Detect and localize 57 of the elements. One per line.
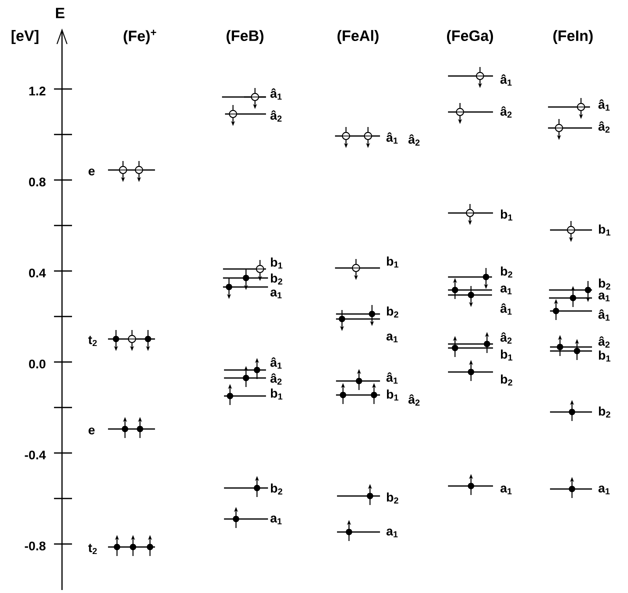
level-label: b$_{2}$ bbox=[270, 483, 282, 494]
level-label: b$_{1}$ bbox=[270, 258, 282, 268]
level-label: â$_{1}$ bbox=[598, 99, 610, 111]
level-label: â$_{1}$ bbox=[500, 303, 512, 315]
level-label: b$_{2}$ bbox=[270, 273, 282, 284]
level-label: a$_{1}$ bbox=[500, 286, 512, 294]
axis-label: [eV] bbox=[12, 30, 38, 44]
level-label: b$_{1}$ bbox=[270, 388, 282, 400]
level-label: b$_{2}$ bbox=[386, 492, 398, 504]
level-label: e bbox=[88, 428, 95, 434]
level-label: â$_{1}$ bbox=[598, 309, 610, 321]
level-label: â$_{2}$ bbox=[270, 373, 282, 385]
level-label: b$_{1}$ bbox=[598, 350, 610, 362]
level-label: t$_{2}$ bbox=[88, 336, 97, 346]
level-label: b$_{2}$ bbox=[598, 278, 610, 290]
level-label: â$_{1}$ bbox=[386, 372, 398, 384]
level-label: â$_{2}$ bbox=[408, 394, 420, 406]
level-label: â$_{2}$ bbox=[500, 106, 512, 118]
level-label: â$_{2}$ bbox=[500, 332, 512, 344]
tick-label: -0.4 bbox=[24, 450, 46, 460]
level-label: b$_{1}$ bbox=[598, 224, 610, 236]
level-label: â$_{2}$ bbox=[408, 134, 420, 146]
level-label: â$_{2}$ bbox=[598, 336, 610, 348]
level-label: b$_{2}$ bbox=[500, 266, 512, 278]
tick-label: 1.2 bbox=[29, 86, 46, 96]
level-label: a$_{1}$ bbox=[270, 516, 282, 524]
level-label: â$_{2}$ bbox=[598, 121, 610, 133]
level-label: â$_{1}$ bbox=[386, 132, 398, 144]
level-label: t$_{2}$ bbox=[88, 544, 97, 554]
level-label: a$_{1}$ bbox=[598, 292, 610, 302]
level-label: â$_{1}$ bbox=[270, 357, 282, 369]
level-label: â$_{2}$ bbox=[270, 110, 282, 122]
level-label: b$_{2}$ bbox=[598, 406, 610, 418]
level-label: a$_{1}$ bbox=[270, 290, 282, 298]
level-label: b$_{2}$ bbox=[500, 374, 512, 386]
tick-label: -0.8 bbox=[24, 542, 46, 550]
tick-label: 0.4 bbox=[29, 268, 46, 278]
column-heading: (Fe)$^{+}$ bbox=[124, 30, 156, 44]
level-label: a$_{1}$ bbox=[598, 486, 610, 494]
level-label: a$_{1}$ bbox=[386, 528, 398, 538]
level-label: a$_{1}$ bbox=[500, 486, 512, 494]
level-label: â$_{1}$ bbox=[500, 74, 512, 86]
column-heading: (FeB) bbox=[226, 30, 264, 44]
level-label: b$_{1}$ bbox=[386, 256, 398, 268]
tick-label: 0.8 bbox=[29, 178, 46, 186]
column-heading: (FeIn) bbox=[553, 30, 593, 44]
level-label: a$_{1}$ bbox=[386, 334, 398, 342]
level-label: e bbox=[88, 168, 95, 176]
level-label: b$_{1}$ bbox=[500, 350, 512, 360]
level-label: â$_{1}$ bbox=[270, 88, 282, 100]
level-label: b$_{1}$ bbox=[500, 210, 512, 220]
level-label: b$_{2}$ bbox=[386, 306, 398, 318]
column-heading: (FeAl) bbox=[338, 30, 378, 44]
level-label: b$_{1}$ bbox=[386, 390, 398, 400]
column-heading: (FeGa) bbox=[447, 30, 493, 44]
tick-label: 0.0 bbox=[29, 360, 46, 368]
axis-label: E bbox=[56, 8, 64, 18]
